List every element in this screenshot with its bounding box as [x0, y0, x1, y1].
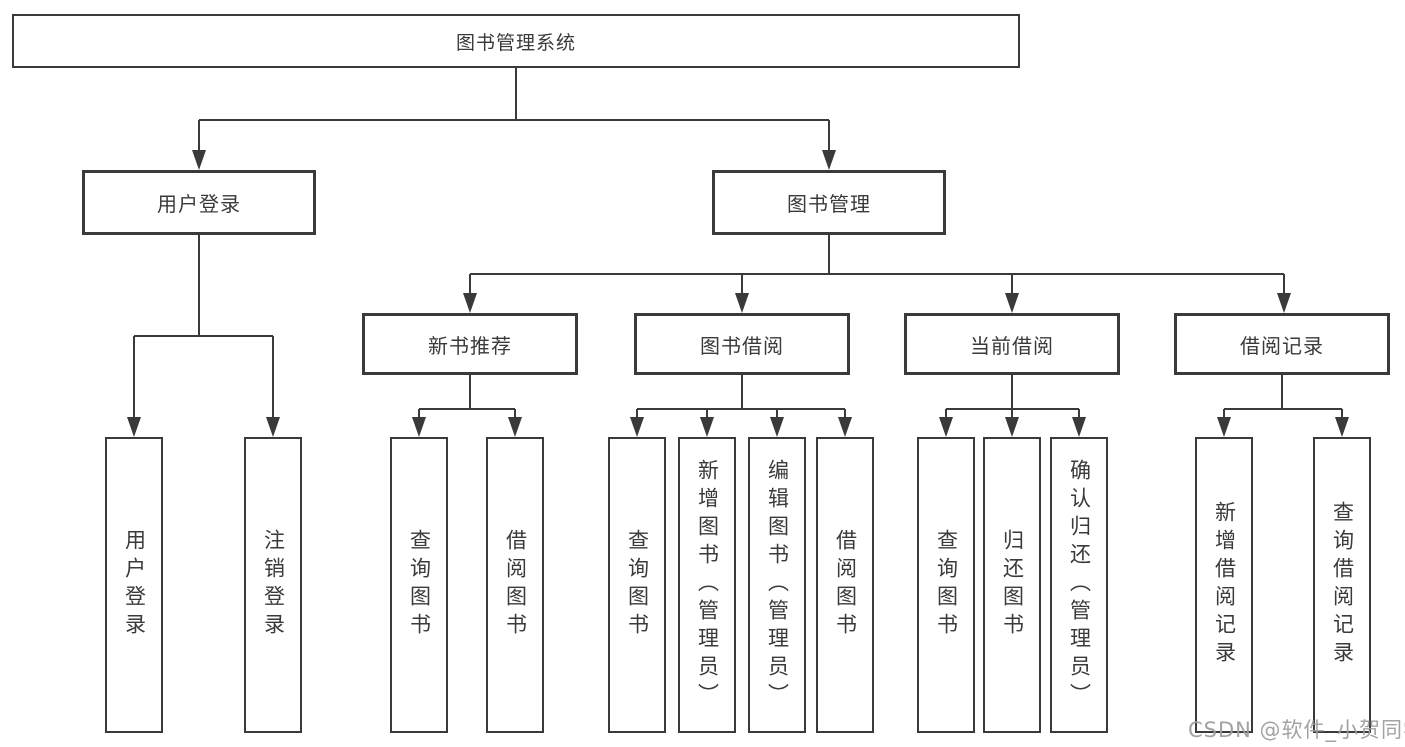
- leaf-label: 用户登录: [122, 529, 147, 641]
- leaf-return-books: 归还图书: [983, 437, 1041, 733]
- leaf-label: 查询图书: [625, 529, 650, 641]
- node-user-login: 用户登录: [82, 170, 316, 235]
- node-library-management-system: 图书管理系统: [12, 14, 1020, 68]
- leaf-label: 借阅图书: [503, 529, 528, 641]
- leaf-label: 新增图书（管理员）: [695, 459, 720, 711]
- node-book-borrowing: 图书借阅: [634, 313, 850, 375]
- leaf-edit-books-admin: 编辑图书（管理员）: [748, 437, 806, 733]
- leaf-label: 注销登录: [261, 529, 286, 641]
- leaf-label: 查询图书: [407, 529, 432, 641]
- leaf-label: 编辑图书（管理员）: [765, 459, 790, 711]
- leaf-confirm-return-admin: 确认归还（管理员）: [1050, 437, 1108, 733]
- leaf-label: 归还图书: [1000, 529, 1025, 641]
- leaf-add-books-admin: 新增图书（管理员）: [678, 437, 736, 733]
- leaf-query-books-current: 查询图书: [917, 437, 975, 733]
- leaf-label: 查询借阅记录: [1330, 501, 1355, 669]
- leaf-borrow-books-recommend: 借阅图书: [486, 437, 544, 733]
- node-new-book-recommendation: 新书推荐: [362, 313, 578, 375]
- leaf-label: 查询图书: [934, 529, 959, 641]
- leaf-borrow-books-borrowing: 借阅图书: [816, 437, 874, 733]
- leaf-label: 借阅图书: [833, 529, 858, 641]
- leaf-query-books-recommend: 查询图书: [390, 437, 448, 733]
- leaf-add-borrow-record: 新增借阅记录: [1195, 437, 1253, 733]
- node-current-borrowing: 当前借阅: [904, 313, 1120, 375]
- node-book-management: 图书管理: [712, 170, 946, 235]
- leaf-query-borrow-record: 查询借阅记录: [1313, 437, 1371, 733]
- leaf-logout: 注销登录: [244, 437, 302, 733]
- leaf-label: 新增借阅记录: [1212, 501, 1237, 669]
- node-borrowing-records: 借阅记录: [1174, 313, 1390, 375]
- leaf-query-books-borrowing: 查询图书: [608, 437, 666, 733]
- leaf-label: 确认归还（管理员）: [1067, 459, 1092, 711]
- leaf-user-login: 用户登录: [105, 437, 163, 733]
